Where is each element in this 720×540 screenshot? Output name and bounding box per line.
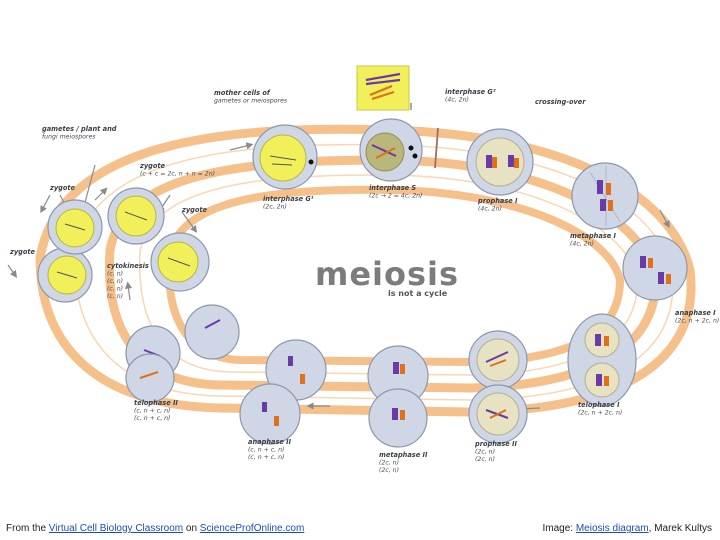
label-metaphase-2: metaphase II(2c, n)(2c, n) [379,451,428,474]
footer-link-meiosis-diagram[interactable]: Meiosis diagram [575,523,649,534]
label-interphase-g1: interphase G¹(2c, 2n) [263,195,314,211]
cell-interphase-s [359,118,423,182]
cell-prophase-2 [468,330,528,444]
footer-right: Image: Meiosis diagram, Marek Kultys [542,523,712,534]
label-interphase-g2: interphase G²(4c, 2n) [445,88,496,104]
cell-metaphase-1 [571,162,639,230]
label-anaphase-1: anaphase I(2c, n + 2c, n) [675,309,719,325]
cell-interphase-g2-zoom [356,65,412,111]
crossing-marker [434,127,439,169]
footer-left-prefix: From the [6,523,49,534]
cell-anaphase-1 [622,235,688,301]
footer-right-prefix: Image: [542,523,576,534]
label-prophase-2: prophase II(2c, n)(2c, n) [474,440,518,463]
cell-prophase-1 [466,128,534,196]
label-telophase-2: telophase II(c, n + c, n)(c, n + c, n) [134,399,178,422]
cell-zygote-c [150,232,210,292]
label-zygote-main: zygote(c + c = 2c, n + n = 2n) [139,162,215,178]
footer-left-mid: on [183,523,200,534]
cell-zygote-b [107,187,165,245]
cell-zygote-a [47,199,103,255]
label-zygote-b: zygote [181,206,208,214]
label-crossing-over: crossing-over [535,98,586,106]
diagram-subtitle: is not a cycle [388,289,448,298]
footer-right-suffix: , Marek Kultys [648,523,712,534]
label-interphase-s: interphase S(2c → 2 = 4c, 2n) [369,184,422,200]
cell-telophase-1 [567,313,637,407]
footer-link-scienceprof[interactable]: ScienceProfOnline.com [199,523,305,534]
label-zygote-c: zygote [9,248,36,256]
label-zygote-a: zygote [49,184,76,192]
cell-interphase-g1 [252,124,318,190]
label-cytokinesis: cytokinesis(c, n)(c, n)(c, n)(c, n) [107,262,149,300]
footer-left: From the Virtual Cell Biology Classroom … [6,523,304,534]
label-prophase-1: prophase I(4c, 2n) [477,197,518,213]
cell-anaphase-2 [239,339,327,445]
cell-cytokinesis [37,247,93,303]
cell-metaphase-2 [367,345,429,448]
label-metaphase-1: metaphase I(4c, 2n) [570,232,617,248]
label-telophase-1: telophase I(2c, n + 2c, n) [578,401,622,417]
label-anaphase-2: anaphase II(c, n + c, n)(c, n + c, n) [248,438,292,461]
footer-link-virtual-classroom[interactable]: Virtual Cell Biology Classroom [48,523,184,534]
diagram-title: meiosis [315,255,459,293]
cell-telophase-2 [125,304,240,403]
